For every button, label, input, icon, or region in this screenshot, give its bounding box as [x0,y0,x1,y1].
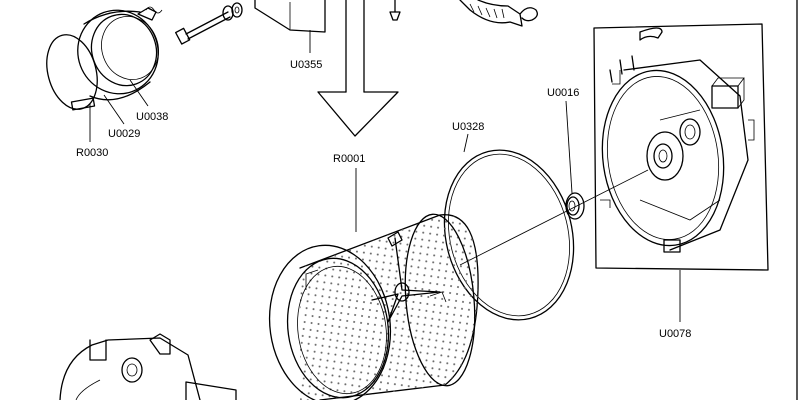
label-u0016: U0016 [547,87,579,99]
label-u0029: U0029 [108,128,140,140]
assembly-axis-line [459,169,649,266]
bolt-and-washers [175,2,243,45]
screw [389,0,401,21]
rear-tub-half-box [593,23,769,271]
door-seal-clamp-ring [46,6,163,111]
bearing-seal [565,192,585,220]
front-tub-half [59,333,237,400]
assembly-direction-arrow [317,0,399,137]
label-u0355: U0355 [290,59,322,71]
label-r0030: R0030 [76,147,108,159]
label-r0001: R0001 [333,153,365,165]
label-u0078: U0078 [659,328,691,340]
hose-with-clamp [459,0,538,27]
leader-lines [89,30,681,322]
inner-drum [268,213,479,400]
label-u0038: U0038 [136,111,168,123]
counterweight-plate [254,0,326,33]
label-u0328: U0328 [452,121,484,133]
